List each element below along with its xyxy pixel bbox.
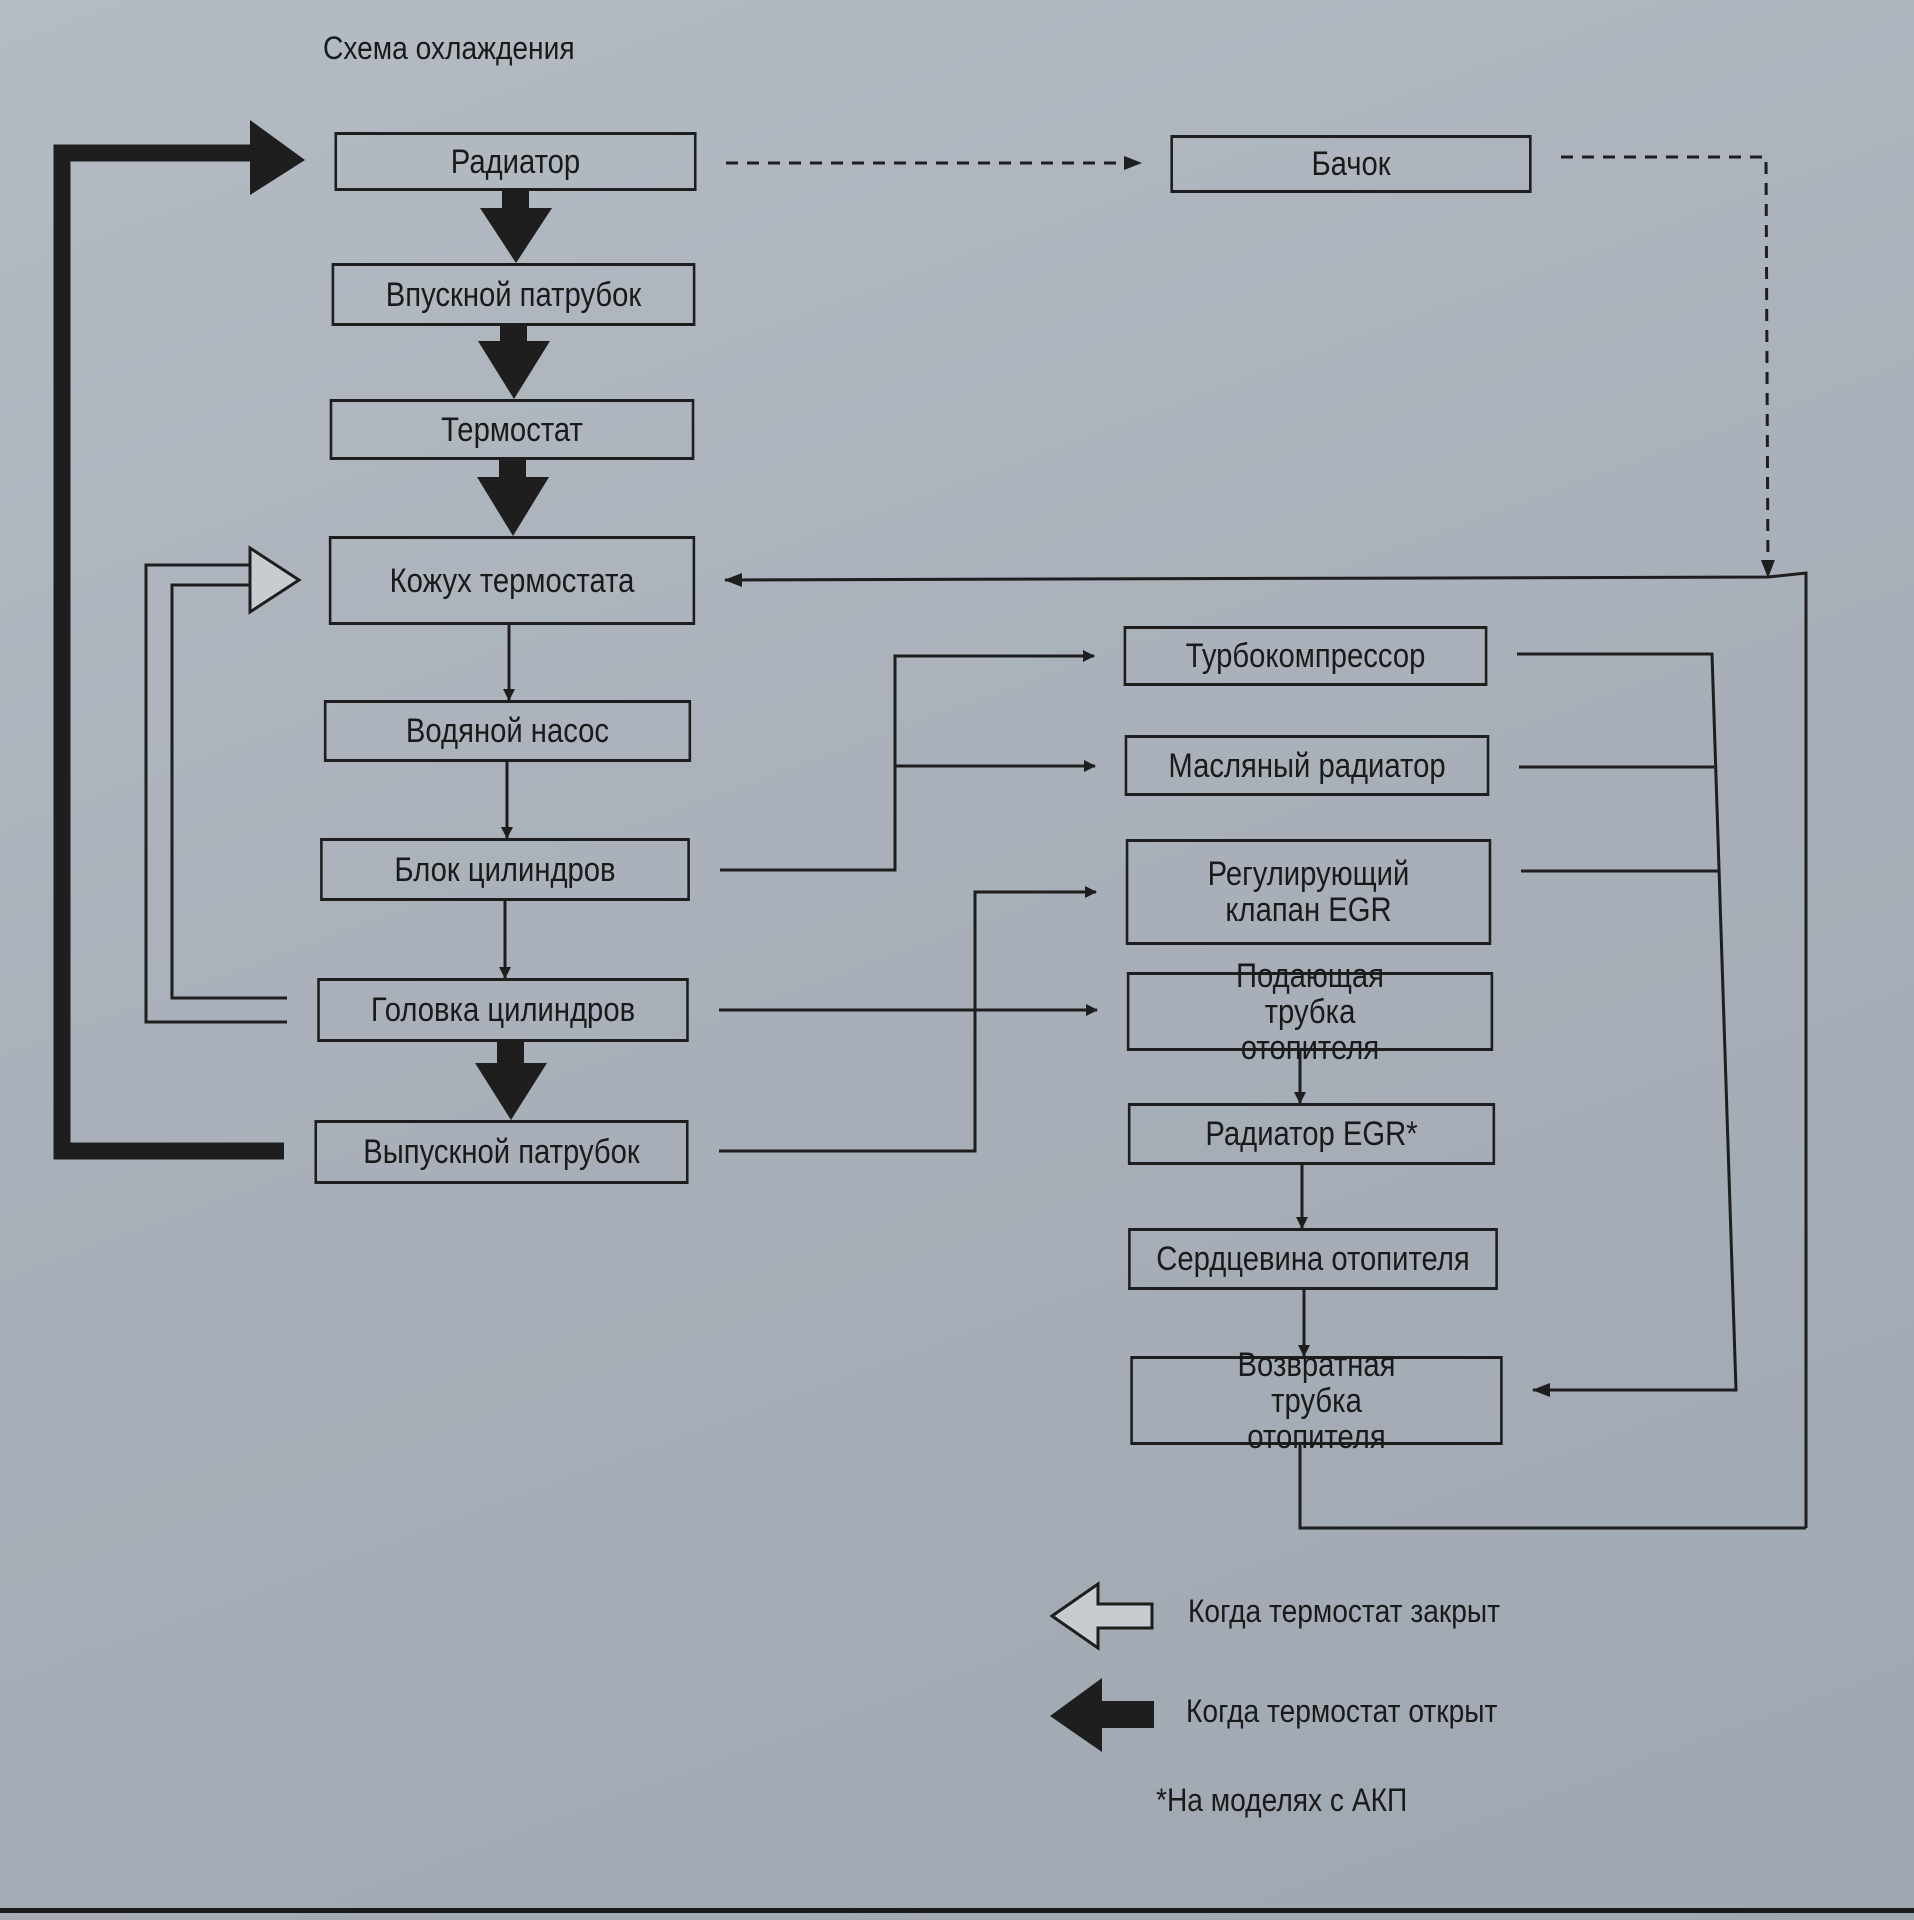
node-label: Выпускной патрубок (363, 1133, 640, 1171)
node-oil-cooler: Масляный радиатор (1124, 735, 1490, 796)
open-return-line (53, 144, 284, 1160)
node-inlet-pipe: Впускной патрубок (331, 263, 696, 326)
node-label: Регулирующий клапан EGR (1207, 855, 1410, 929)
footnote: *На моделях с АКП (1156, 1782, 1408, 1818)
closed-arrow-to-housing (248, 545, 302, 615)
thick-arrow-radiator-inlet (480, 191, 552, 263)
node-label: Головка цилиндров (370, 991, 636, 1029)
return-line-to-housing (724, 571, 1808, 1528)
node-label: Радиатор (450, 142, 581, 181)
legend-open-label: Когда термостат открыт (1186, 1693, 1498, 1729)
thick-arrow-thermostat-housing (477, 460, 549, 536)
node-heater-supply: Подающая трубка отопителя (1126, 958, 1494, 1066)
node-cylinder-head: Головка цилиндров (317, 978, 689, 1042)
node-water-pump: Водяной насос (323, 700, 692, 762)
node-label: Масляный радиатор (1168, 746, 1446, 785)
thick-arrow-head-outlet (475, 1042, 547, 1120)
bypass-line-inner (170, 583, 287, 1000)
node-radiator: Радиатор (334, 132, 697, 191)
node-egr-valve: Регулирующий клапан EGR (1125, 839, 1492, 945)
node-thermostat-housing: Кожух термостата (328, 536, 696, 625)
node-outlet-pipe: Выпускной патрубок (314, 1120, 689, 1184)
node-thermostat: Термостат (329, 399, 695, 460)
node-label: Возвратная трубка отопителя (1237, 1345, 1396, 1456)
node-label: Подающая трубка отопителя (1235, 956, 1385, 1067)
node-label: Бачок (1311, 145, 1391, 183)
node-egr-cooler: Радиатор EGR* (1127, 1103, 1496, 1165)
node-cylinder-block: Блок цилиндров (320, 838, 690, 901)
node-turbocharger: Турбокомпрессор (1123, 626, 1488, 686)
node-tank: Бачок (1170, 135, 1532, 193)
block-branch (720, 650, 1095, 872)
node-label: Кожух термостата (389, 561, 635, 600)
heater-return-loop (1298, 1445, 1806, 1530)
diagram-title: Схема охлаждения (323, 30, 575, 66)
node-label: Турбокомпрессор (1185, 637, 1426, 675)
outlet-to-egr-valve (719, 886, 1097, 1153)
open-arrow-to-radiator (250, 120, 305, 195)
dashed-tank-down (1561, 155, 1775, 578)
node-heater-core: Сердцевина отопителя (1128, 1228, 1498, 1290)
legend-open-arrow-icon (1050, 1678, 1154, 1752)
page-rule (0, 1908, 1914, 1913)
thick-arrow-inlet-thermostat (478, 326, 550, 399)
bypass-line-outer (144, 563, 287, 1024)
node-label: Блок цилиндров (394, 850, 616, 889)
node-label: Радиатор EGR* (1205, 1115, 1418, 1153)
node-label: Термостат (441, 410, 583, 449)
legend-closed-label: Когда термостат закрыт (1188, 1593, 1501, 1629)
collector-line (1517, 652, 1738, 1397)
node-heater-return: Возвратная трубка отопителя (1130, 1347, 1503, 1455)
legend-closed-arrow-icon (1049, 1581, 1154, 1651)
node-label: Впускной патрубок (385, 275, 642, 314)
node-label: Сердцевина отопителя (1156, 1240, 1470, 1278)
node-label: Водяной насос (405, 712, 610, 750)
